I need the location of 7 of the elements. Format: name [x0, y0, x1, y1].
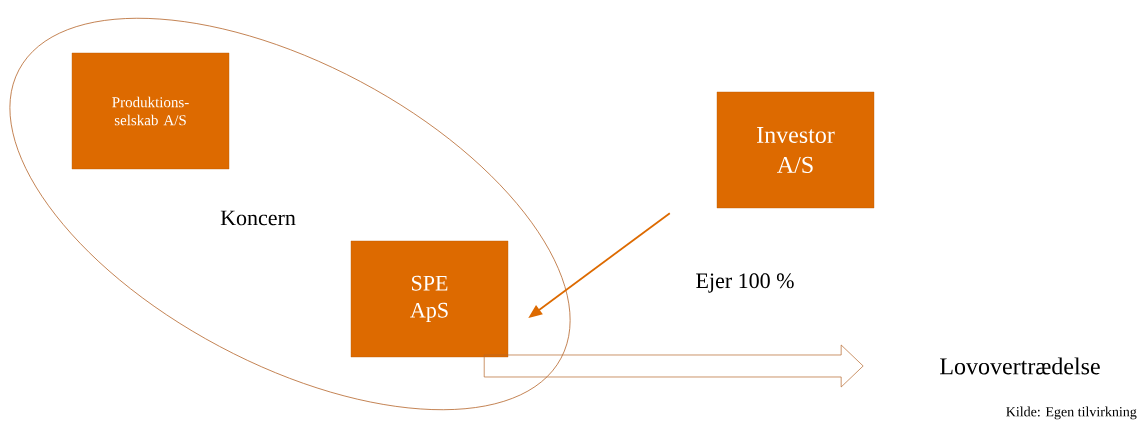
company-box: Investor A/S	[716, 91, 875, 209]
edge-label: Ejer 100 %	[696, 273, 794, 293]
block-arrow	[483, 344, 864, 388]
company-box: Produktions- selskab A/S	[71, 52, 230, 170]
outcome-text: Lovovertrædelse	[940, 357, 1100, 375]
company-box: SPE ApS	[350, 240, 509, 358]
source-note: Kilde: Egen tilvirkning	[1006, 406, 1137, 420]
